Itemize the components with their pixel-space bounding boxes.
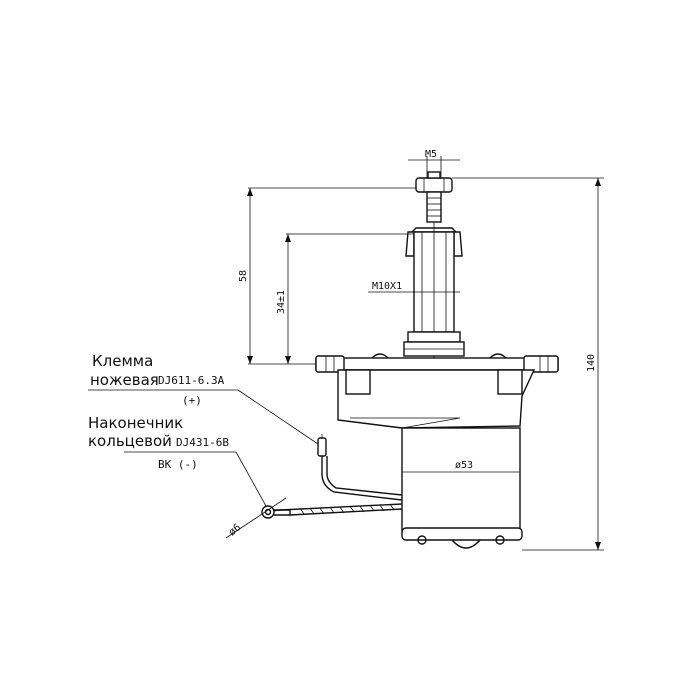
dim-d53-label: ø53 <box>455 460 473 471</box>
dim-34: 34±1 <box>276 233 414 364</box>
dim-m5-label: M5 <box>425 149 437 160</box>
motor-can <box>401 427 523 549</box>
mounting-flange <box>315 353 559 373</box>
ring-polarity: BK (-) <box>158 458 198 471</box>
dim-m5: M5 <box>408 149 460 178</box>
dim-d53: ø53 <box>402 460 520 473</box>
dim-m10-label: M10X1 <box>372 281 402 292</box>
ring-code: DJ431-6B <box>176 436 229 449</box>
dim-58: 58 <box>238 187 416 365</box>
terminal-code: DJ611-6.3A <box>158 374 225 387</box>
ring-label-line2: кольцевой <box>88 432 172 450</box>
wire-harness <box>261 434 403 519</box>
terminal-callout: Клемма ножевая DJ611-6.3A (+) <box>88 352 319 445</box>
shaft-collar <box>403 222 465 360</box>
terminal-polarity: (+) <box>182 394 202 407</box>
shaft-nut <box>415 171 453 193</box>
ring-label-line1: Наконечник <box>88 414 183 432</box>
terminal-label-line2: ножевая <box>90 371 159 389</box>
dim-34-label: 34±1 <box>276 290 287 314</box>
dim-58-label: 58 <box>238 270 249 282</box>
ring-callout: Наконечник кольцевой DJ431-6B BK (-) <box>88 414 267 507</box>
dim-m10: M10X1 <box>368 281 460 293</box>
dim-140: 140 <box>452 177 604 551</box>
gear-housing <box>337 369 536 429</box>
terminal-label-line1: Клемма <box>92 352 153 370</box>
dim-d6: ø6 <box>225 497 287 539</box>
threaded-stud <box>426 191 442 223</box>
dim-140-label: 140 <box>586 354 597 372</box>
